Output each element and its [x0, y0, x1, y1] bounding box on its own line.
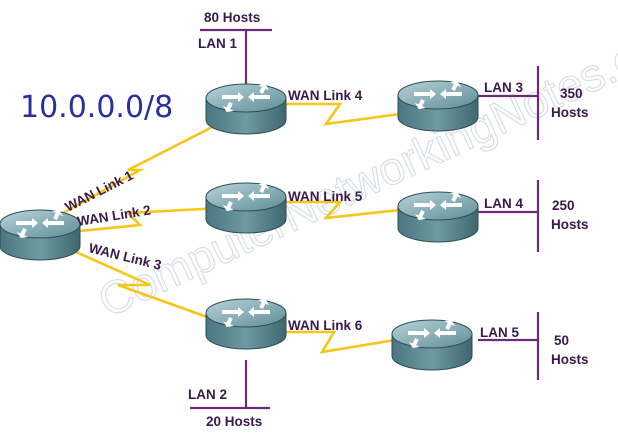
lan2-hosts: 20 Hosts — [206, 414, 262, 429]
lan3-hosts-word: Hosts — [551, 105, 589, 120]
wan-link-4-line — [282, 102, 401, 126]
network-address: 10.0.0.0/8 — [20, 90, 173, 125]
router-lan2-icon — [205, 296, 287, 350]
wan-link-3-line — [57, 242, 211, 320]
wan-link-5-label: WAN Link 5 — [288, 189, 363, 204]
lan5-hosts-number: 50 — [554, 333, 569, 348]
lan1-label: LAN 1 — [198, 36, 237, 51]
router-lan5-icon — [391, 317, 473, 371]
lan5-hosts-word: Hosts — [551, 352, 589, 367]
core-router-icon — [0, 207, 81, 261]
wan-link-5-line — [282, 200, 401, 220]
wan-link-4-label: WAN Link 4 — [288, 88, 363, 103]
wan-link-2-line — [49, 206, 223, 236]
lan2-label: LAN 2 — [188, 387, 227, 402]
lan4-label: LAN 4 — [484, 196, 523, 211]
lan3-hosts-number: 350 — [560, 86, 583, 101]
lan1-hosts: 80 Hosts — [204, 10, 260, 25]
lan4-hosts-number: 250 — [552, 198, 575, 213]
router-lan1-icon — [205, 81, 287, 135]
router-lan3-icon — [397, 78, 479, 132]
wan-link-1-line — [39, 120, 223, 228]
router-lan4-icon — [397, 189, 479, 243]
lan3-label: LAN 3 — [484, 80, 523, 95]
router-middle-icon — [205, 180, 287, 234]
wan-link-6-label: WAN Link 6 — [288, 318, 363, 333]
wan-link-6-line — [282, 330, 396, 354]
watermark: ComputerNetworkingNotes.com — [90, 4, 618, 327]
lan4-hosts-word: Hosts — [551, 217, 589, 232]
lan5-label: LAN 5 — [480, 325, 519, 340]
